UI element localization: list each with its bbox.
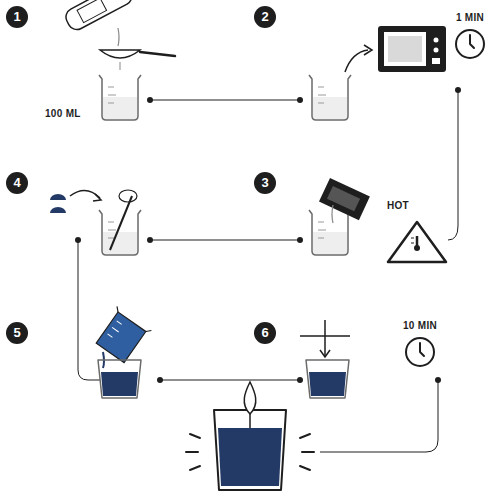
packet <box>319 178 370 220</box>
pouring-beaker <box>93 306 151 364</box>
wick-holder <box>300 320 350 357</box>
time-note: 10 MIN <box>402 320 438 331</box>
step-number: 6 <box>254 322 276 344</box>
flow-dots <box>75 87 461 383</box>
step-number: 3 <box>254 172 276 194</box>
warning-note: HOT <box>386 200 410 211</box>
flow-lines <box>78 90 458 452</box>
dye-chips <box>50 194 66 213</box>
step-number: 2 <box>254 6 276 28</box>
candle <box>186 382 314 490</box>
bottle <box>63 0 144 33</box>
warning-sign <box>388 222 446 262</box>
microwave <box>378 26 446 72</box>
step-number: 5 <box>6 322 28 344</box>
step-number: 4 <box>6 172 28 194</box>
time-note: 1 MIN <box>455 12 485 23</box>
volume-note: 100 ML <box>44 108 82 119</box>
sieve <box>100 50 175 70</box>
step-number: 1 <box>6 6 28 28</box>
